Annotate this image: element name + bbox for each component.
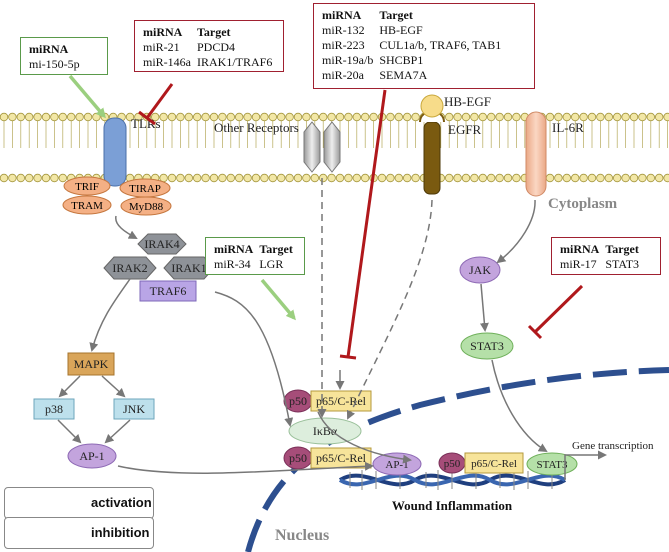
p65-nuclear-label: p65/C-Rel — [471, 458, 517, 470]
mirna-19ab-target: SHCBP1 — [379, 53, 424, 67]
mapk-branch: MAPK p38 JNK AP-1 — [33, 352, 155, 469]
mirna-21-name: miR-21 — [143, 40, 180, 54]
p50-label-1: p50 — [289, 451, 307, 465]
activation-arrows — [68, 74, 296, 321]
mapk-label: MAPK — [74, 357, 109, 371]
mirna-150-header: miRNA — [29, 42, 69, 56]
other-receptors-label: Other Receptors — [214, 120, 299, 135]
mirna-box-34: miRNA Target miR-34 LGR — [205, 237, 305, 275]
jak-stat-branch: JAK STAT3 — [459, 256, 514, 360]
jak-label: JAK — [469, 263, 491, 277]
mirna-132-col1: miRNA — [322, 8, 362, 22]
nucleus-boundary — [245, 367, 669, 552]
mirna-box-132: miRNA Target miR-132 HB-EGF miR-223 CUL1a/b… — [313, 3, 535, 89]
nuclear-factors: AP-1 p50 p65/C-Rel STAT3 — [372, 452, 578, 476]
mirna-146a-name: miR-146a — [143, 55, 191, 69]
p38-label: p38 — [45, 402, 63, 416]
jnk-label: JNK — [123, 402, 145, 416]
mirna-132-name: miR-132 — [322, 23, 365, 37]
mirna-34-col1: miRNA — [214, 242, 254, 256]
mirna-21-col1: miRNA — [143, 25, 183, 39]
cytoplasm-label: Cytoplasm — [548, 196, 618, 212]
mirna-box-21: miRNA Target miR-21 PDCD4 miR-146a IRAK1/TR… — [134, 20, 284, 72]
nucleus-label: Nucleus — [275, 527, 329, 544]
mirna-150-name: mi-150-5p — [29, 57, 80, 71]
mirna-20a-target: SEMA7A — [379, 68, 428, 82]
egfr-label: EGFR — [448, 122, 482, 137]
ap1-nuclear-label: AP-1 — [385, 459, 408, 471]
mirna-146a-target: IRAK1/TRAF6 — [197, 55, 273, 69]
irak1-label: IRAK1 — [171, 261, 206, 275]
myd88-label: MyD88 — [129, 201, 164, 213]
legend-inhibition: inhibition — [4, 517, 154, 549]
hbegf-label: HB-EGF — [444, 94, 491, 109]
ap1-label: AP-1 — [79, 449, 104, 463]
tram-label: TRAM — [71, 200, 103, 212]
gene-transcription-label: Gene transcription — [572, 440, 654, 452]
irak-complex: IRAK4 IRAK2 IRAK1 TRAF6 — [103, 233, 215, 302]
mirna-34-target: LGR — [259, 257, 284, 271]
adaptor-proteins: TRIF TRAM TIRAP MyD88 — [62, 176, 172, 216]
mirna-box-150: miRNA mi-150-5p — [20, 37, 108, 75]
dashed-arrows — [317, 178, 433, 420]
trif-label: TRIF — [75, 181, 99, 193]
legend-inhibition-label: inhibition — [91, 525, 150, 540]
mirna-17-target: STAT3 — [605, 257, 640, 271]
gene-transcription-arrow — [564, 450, 607, 480]
ikba-label: IκBα — [313, 424, 338, 438]
p65-label-1: p65/C-Rel — [316, 451, 367, 465]
p50-nuclear-label: p50 — [444, 458, 461, 470]
wound-inflammation-label: Wound Inflammation — [392, 498, 513, 513]
stat3-nuclear-label: STAT3 — [537, 459, 568, 471]
mirna-21-col2: Target — [197, 25, 231, 39]
il6r-label: IL-6R — [552, 120, 584, 135]
mirna-17-name: miR-17 — [560, 257, 597, 271]
stat3-label: STAT3 — [470, 339, 504, 353]
pathway-arrows — [57, 199, 548, 474]
nfkb-branch: IκBα p50 p65/C-Rel p50 p65/C-Rel — [283, 389, 372, 470]
p50-label-2: p50 — [289, 394, 307, 408]
irak2-label: IRAK2 — [112, 261, 147, 275]
mirna-17-col1: miRNA — [560, 242, 600, 256]
mirna-20a-name: miR-20a — [322, 68, 364, 82]
mirna-34-name: miR-34 — [214, 257, 251, 271]
mirna-132-col2: Target — [379, 8, 413, 22]
traf6-label: TRAF6 — [150, 284, 187, 298]
egfr-receptor — [419, 94, 445, 195]
mirna-21-target: PDCD4 — [197, 40, 236, 54]
legend-activation-label: activation — [91, 495, 152, 510]
tirap-label: TIRAP — [129, 183, 161, 195]
inhibition-arrows — [138, 83, 584, 360]
mirna-223-target: CUL1a/b, TRAF6, TAB1 — [379, 38, 502, 52]
legend-activation: activation — [4, 487, 154, 519]
mirna-34-col2: Target — [259, 242, 293, 256]
mirna-132-target: HB-EGF — [379, 23, 423, 37]
mirna-17-col2: Target — [605, 242, 639, 256]
mirna-box-17: miRNA Target miR-17 STAT3 — [551, 237, 661, 275]
tlr-receptor — [103, 117, 127, 187]
other-receptor — [303, 121, 341, 173]
mirna-19ab-name: miR-19a/b — [322, 53, 374, 67]
tlrs-label: TLRs — [131, 116, 161, 131]
mirna-223-name: miR-223 — [322, 38, 365, 52]
irak4-label: IRAK4 — [144, 237, 179, 251]
il6r-receptor — [525, 111, 547, 197]
